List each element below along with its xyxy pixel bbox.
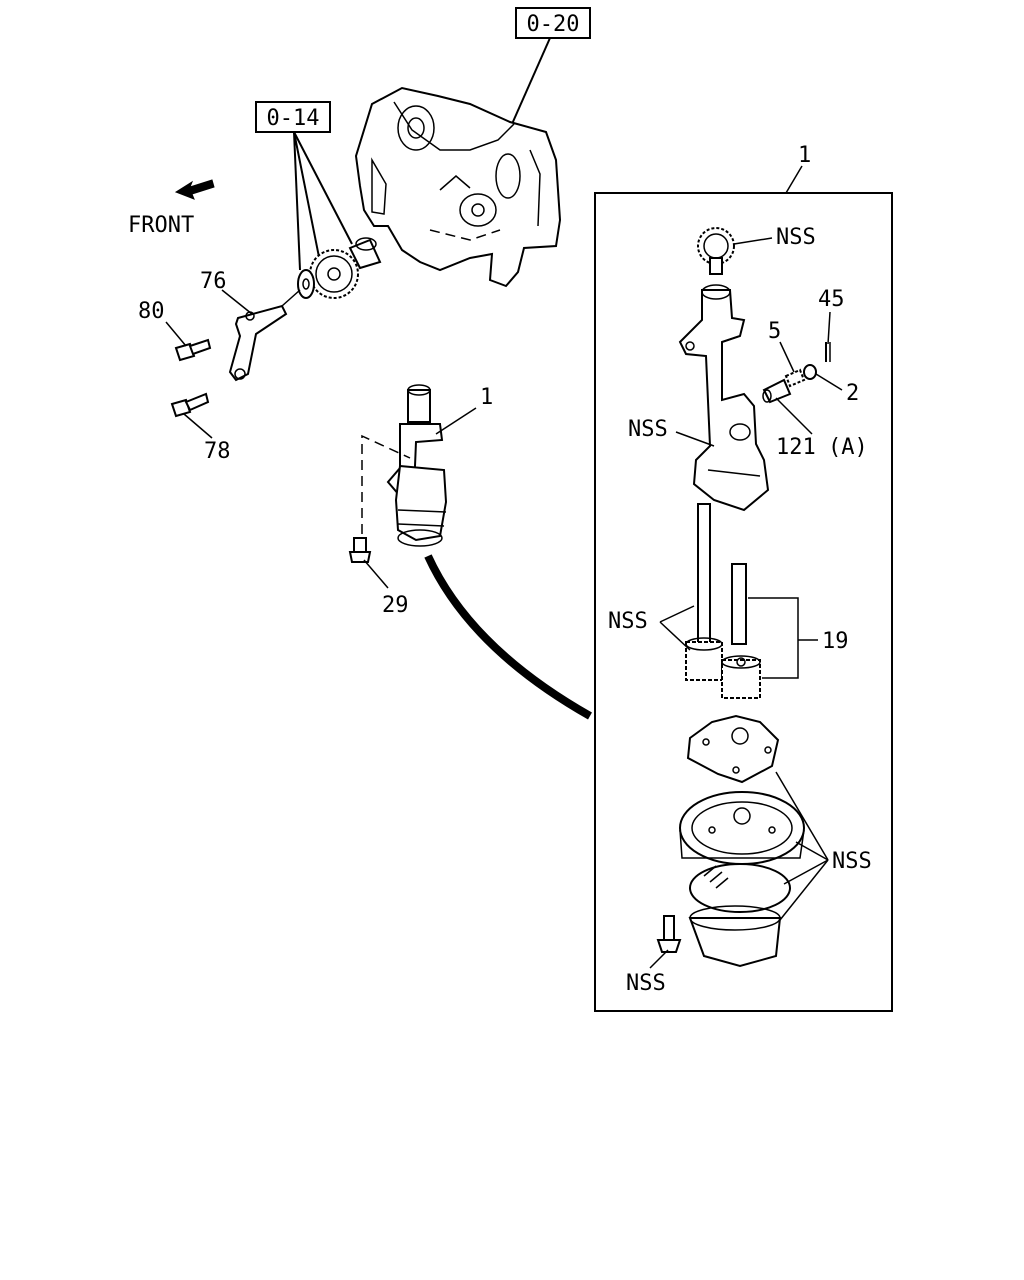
leader-29 <box>363 559 389 589</box>
callout-121-suffix: (A) <box>828 435 868 460</box>
bolt-29[interactable] <box>348 537 372 563</box>
callout-121-group: 121 (A) <box>776 435 868 460</box>
strainer-cup[interactable] <box>688 905 782 968</box>
leader-0-14-b <box>293 131 321 263</box>
front-label: FRONT <box>128 213 194 238</box>
leader-1-pump <box>435 407 477 435</box>
callout-121: 121 <box>776 435 816 460</box>
front-arrow-icon <box>174 179 215 200</box>
leader-76 <box>221 289 253 315</box>
pump-body[interactable] <box>678 284 770 512</box>
gear-washer <box>297 269 315 299</box>
callout-5: 5 <box>768 319 781 344</box>
engine-block-housing <box>354 86 562 288</box>
leader-nss-gear <box>733 237 773 245</box>
callout-nss-shaft: NSS <box>608 609 648 634</box>
strainer-bolt[interactable] <box>656 915 682 953</box>
pin-45[interactable] <box>825 342 831 362</box>
leader-0-14-c <box>293 131 353 245</box>
leader-nss-cover-a <box>775 771 829 861</box>
callout-nss-gear: NSS <box>776 225 816 250</box>
callout-76: 76 <box>200 269 227 294</box>
callout-19: 19 <box>822 629 849 654</box>
leader-19 <box>748 597 818 679</box>
bolt-78[interactable] <box>170 392 210 418</box>
callout-nss-bolt: NSS <box>626 971 666 996</box>
ref-box-0-20[interactable]: 0-20 <box>515 7 591 39</box>
callout-45: 45 <box>818 287 845 312</box>
callout-78: 78 <box>204 439 231 464</box>
idler-gear <box>309 249 359 299</box>
oil-pump-assembly[interactable] <box>386 384 448 547</box>
leader-2 <box>815 373 843 391</box>
leader-nss-bolt <box>649 949 669 969</box>
callout-29: 29 <box>382 593 409 618</box>
relief-valve-plunger[interactable] <box>762 378 792 404</box>
driven-shaft-gear[interactable] <box>721 563 761 699</box>
ref-0-20-label: 0-20 <box>527 12 580 37</box>
detail-connector-curve <box>424 554 592 720</box>
leader-45 <box>827 311 831 345</box>
leader-5 <box>779 341 795 373</box>
leader-nss-shaft-a <box>659 605 695 623</box>
leader-0-20 <box>511 37 551 125</box>
callout-1-pump: 1 <box>480 385 493 410</box>
leader-1-box <box>785 165 803 194</box>
pump-cover-plate[interactable] <box>686 714 780 784</box>
callout-nss-cover: NSS <box>832 849 872 874</box>
callout-80: 80 <box>138 299 165 324</box>
ref-0-14-label: 0-14 <box>267 106 320 131</box>
drive-gear[interactable] <box>697 227 735 275</box>
relief-valve-spring[interactable] <box>784 368 806 388</box>
gear-shaft <box>348 237 382 270</box>
pump-bracket[interactable] <box>228 289 301 382</box>
detail-box <box>594 192 893 1012</box>
leader-121 <box>775 397 813 435</box>
leader-nss-body <box>675 431 715 447</box>
drive-shaft-gear[interactable] <box>685 503 723 681</box>
strainer-housing[interactable] <box>679 791 805 865</box>
ref-box-0-14[interactable]: 0-14 <box>255 101 331 133</box>
leader-nss-shaft-b <box>659 621 691 651</box>
callout-2: 2 <box>846 381 859 406</box>
leader-0-14-a <box>293 131 301 271</box>
mounting-centerline <box>361 434 411 550</box>
bolt-80[interactable] <box>174 338 212 362</box>
leader-nss-cover-d <box>779 859 829 921</box>
plug-2[interactable] <box>803 364 817 380</box>
callout-1-box: 1 <box>798 143 811 168</box>
leader-nss-cover-c <box>783 859 829 885</box>
strainer-screen[interactable] <box>689 863 791 913</box>
leader-78 <box>183 413 213 439</box>
leader-80 <box>165 321 187 347</box>
callout-nss-body: NSS <box>628 417 668 442</box>
leader-nss-cover-b <box>795 841 829 861</box>
